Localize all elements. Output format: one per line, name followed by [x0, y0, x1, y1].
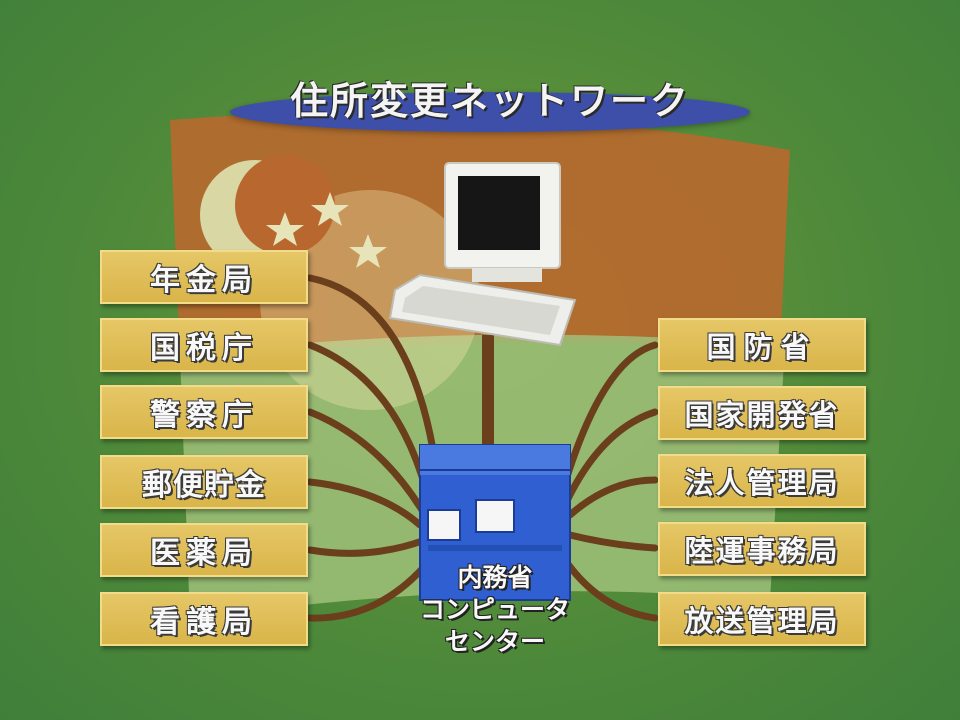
agency-box: 陸運事務局	[658, 522, 866, 576]
agency-box: 国防省	[658, 318, 866, 372]
agency-label: 国防省	[706, 330, 818, 364]
agency-box: 法人管理局	[658, 454, 866, 508]
diagram-title: 住所変更ネットワーク	[289, 79, 690, 123]
agency-box: 警察庁	[100, 385, 308, 439]
agency-box: 国家開発省	[658, 386, 866, 440]
keyboard-icon	[388, 273, 577, 347]
agency-label: 警察庁	[150, 398, 258, 433]
agency-label: 国家開発省	[684, 398, 840, 432]
title-ellipse	[230, 92, 750, 132]
crescent-icon	[200, 155, 335, 270]
agency-label: 国税庁	[150, 331, 258, 366]
agency-label: 法人管理局	[684, 466, 840, 500]
center-label-line-2: コンピュータ	[419, 595, 570, 624]
agency-label: 放送管理局	[684, 604, 840, 638]
center-label-line-3: センター	[444, 627, 545, 656]
agency-box: 国税庁	[100, 318, 308, 372]
agency-box: 看護局	[100, 592, 308, 646]
agency-label: 陸運事務局	[684, 534, 840, 568]
terminal-stand	[482, 335, 494, 475]
agency-box: 郵便貯金	[100, 455, 308, 509]
agency-label: 医薬局	[150, 536, 258, 571]
server-icon	[419, 444, 571, 601]
agency-label: 年金局	[150, 263, 258, 298]
agency-box: 放送管理局	[658, 592, 866, 646]
agency-label: 郵便貯金	[142, 468, 266, 503]
agency-box: 医薬局	[100, 523, 308, 577]
agency-box: 年金局	[100, 250, 308, 304]
monitor-icon	[444, 162, 561, 282]
title-banner: 住所変更ネットワーク	[230, 70, 750, 134]
agency-label: 看護局	[150, 605, 258, 640]
star-icon	[266, 192, 387, 268]
center-label-line-1: 内務省	[457, 563, 533, 592]
computer-center-label: 内務省 コンピュータ センター	[395, 562, 595, 658]
